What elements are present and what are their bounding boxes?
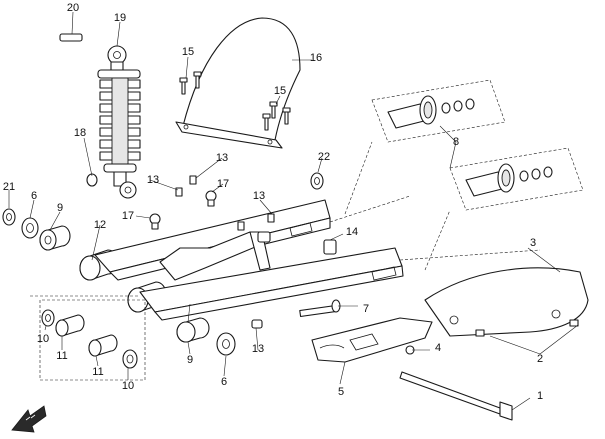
callout-21: 21	[2, 181, 16, 193]
callout-14: 14	[345, 226, 359, 238]
left-bushings	[2, 173, 263, 369]
callout-16: 16	[309, 52, 323, 64]
callout-11-right: 11	[92, 366, 104, 378]
callout-6-lower: 6	[220, 376, 228, 388]
callout-11-left: 11	[56, 350, 68, 362]
leader-lines	[8, 11, 579, 411]
callout-9-lower: 9	[186, 354, 194, 366]
callout-17-left: 17	[121, 210, 135, 222]
callout-20: 20	[66, 2, 80, 14]
callout-1: 1	[536, 390, 544, 402]
front-direction-arrow-icon	[11, 405, 47, 433]
shock-absorber	[59, 33, 141, 199]
callout-2: 2	[536, 353, 544, 365]
small-bolts	[175, 71, 291, 231]
callout-22: 22	[317, 151, 331, 163]
callout-19: 19	[113, 12, 127, 24]
callout-10-left: 10	[36, 333, 50, 345]
callout-5: 5	[337, 386, 345, 398]
callout-13-left: 13	[146, 174, 160, 186]
chain-adjusters	[371, 79, 584, 211]
chain-guard	[424, 267, 589, 337]
rear-fender	[175, 17, 301, 149]
axle	[299, 299, 513, 421]
callout-13-top: 13	[215, 152, 229, 164]
callout-18: 18	[73, 127, 87, 139]
assembly-lines	[30, 141, 541, 381]
callout-10-right: 10	[121, 380, 135, 392]
clips	[149, 190, 217, 230]
callout-17-right: 17	[216, 178, 230, 190]
callout-15-right: 15	[273, 85, 287, 97]
callout-12: 12	[93, 219, 107, 231]
callout-6-upper: 6	[30, 190, 38, 202]
callout-8: 8	[452, 136, 460, 148]
callout-4: 4	[434, 342, 442, 354]
callout-9-upper: 9	[56, 202, 64, 214]
chain-slider	[311, 317, 433, 363]
callout-13-mid: 13	[252, 190, 266, 202]
callout-13-bottom: 13	[251, 343, 265, 355]
callout-3: 3	[529, 237, 537, 249]
callout-7: 7	[362, 303, 370, 315]
callout-15-left: 15	[181, 46, 195, 58]
